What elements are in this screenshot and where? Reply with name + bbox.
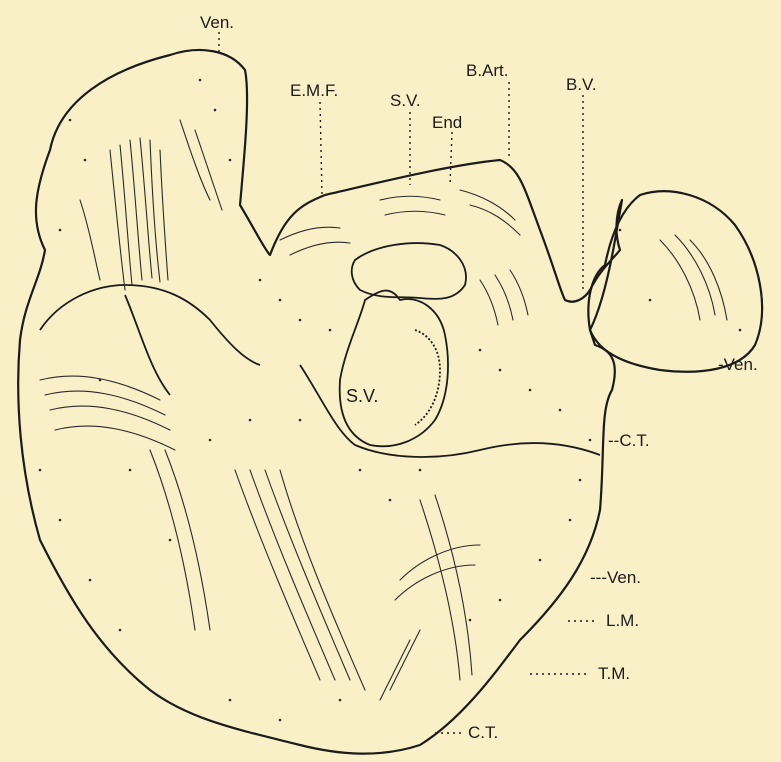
label-b-art: B.Art. (466, 61, 509, 80)
endocardium-lining (415, 330, 440, 425)
leader-lines (219, 32, 583, 290)
label-ven-right: -Ven. (718, 355, 758, 374)
label-bv: B.V. (566, 75, 597, 94)
ventricle-outline (18, 50, 622, 754)
upper-left-lobe-boundary (40, 285, 260, 365)
label-lm: L.M. (606, 611, 639, 630)
label-sv-top: S.V. (390, 91, 421, 110)
label-tm: T.M. (598, 664, 630, 683)
label-ven-top: Ven. (200, 13, 234, 32)
left-fold-curve (125, 295, 170, 395)
label-ven-low: ---Ven. (590, 568, 641, 587)
sinus-venosus-cavity (340, 291, 448, 447)
label-sv-center: S.V. (346, 386, 378, 406)
right-ventricle-lobe (588, 191, 762, 371)
label-end: End (432, 113, 462, 132)
label-ct-bottom: C.T. (468, 723, 498, 742)
central-mass-boundary (300, 365, 600, 457)
label-emf: E.M.F. (290, 81, 338, 100)
sinus-venosus-upper-cavity (352, 243, 466, 299)
label-ct-mid: --C.T. (608, 431, 650, 450)
